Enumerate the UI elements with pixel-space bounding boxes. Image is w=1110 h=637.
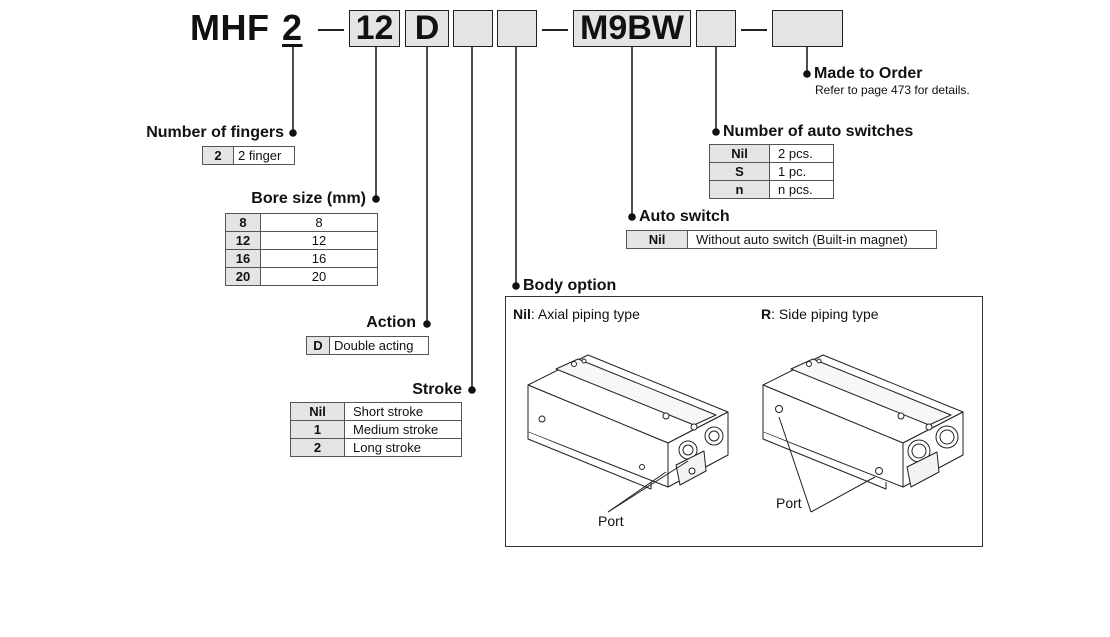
side-piping-desc: : Side piping type <box>771 306 879 322</box>
code-dash-2 <box>542 29 568 31</box>
number-of-fingers-title: Number of fingers <box>146 124 284 141</box>
code-dash-3 <box>741 29 767 31</box>
auto-switch-bullet <box>628 213 636 221</box>
option-code: 20 <box>225 267 261 286</box>
stroke-code-box <box>453 10 493 47</box>
option-code: 1 <box>290 420 345 439</box>
option-desc: 20 <box>260 267 378 286</box>
axial-piping-code: Nil <box>513 306 531 322</box>
option-code: D <box>306 336 330 355</box>
bore-code-box: 12 <box>349 10 400 47</box>
auto-switch-code-box: M9BW <box>573 10 691 47</box>
option-code: S <box>709 162 770 181</box>
side-piping-label: R: Side piping type <box>761 306 879 322</box>
number-of-auto-switches-title: Number of auto switches <box>723 123 914 140</box>
series-code: MHF <box>190 7 270 48</box>
stroke-bullet <box>468 386 476 394</box>
bore-size-title: Bore size (mm) <box>251 190 366 207</box>
option-code: Nil <box>290 402 345 421</box>
stroke-title: Stroke <box>412 381 462 398</box>
made-to-order-title: Made to Order <box>814 65 923 82</box>
made-to-order-bullet <box>803 70 811 78</box>
action-bullet <box>423 320 431 328</box>
body-option-code-box <box>497 10 537 47</box>
body-option-bullet <box>512 282 520 290</box>
option-desc: Medium stroke <box>344 420 462 439</box>
action-code-box: D <box>405 10 449 47</box>
option-desc: Double acting <box>329 336 429 355</box>
axial-port-label: Port <box>598 513 624 529</box>
option-code: 2 <box>202 146 234 165</box>
number-of-fingers-table: 2 2 finger <box>202 146 295 165</box>
action-title: Action <box>366 314 416 331</box>
option-code: 2 <box>290 438 345 457</box>
table-row: 2 2 finger <box>202 146 295 165</box>
axial-piping-desc: : Axial piping type <box>530 306 640 322</box>
auto-switches-count-bullet <box>712 128 720 136</box>
made-to-order-note: Refer to page 473 for details. <box>815 83 970 97</box>
auto-switch-table: Nil Without auto switch (Built-in magnet… <box>626 230 937 249</box>
option-desc: 16 <box>260 249 378 268</box>
option-desc: Short stroke <box>344 402 462 421</box>
auto-switch-title: Auto switch <box>639 208 730 225</box>
option-desc: n pcs. <box>769 180 834 199</box>
fingers-code: 2 <box>282 7 303 48</box>
option-desc: 2 finger <box>233 146 295 165</box>
option-code: n <box>709 180 770 199</box>
axial-piping-gripper-illustration <box>527 354 729 513</box>
option-code: Nil <box>626 230 688 249</box>
option-desc: 8 <box>260 213 378 232</box>
option-code: 12 <box>225 231 261 250</box>
option-desc: 1 pc. <box>769 162 834 181</box>
action-table: D Double acting <box>306 336 429 355</box>
side-piping-code: R <box>761 306 772 322</box>
option-code: 8 <box>225 213 261 232</box>
option-code: 16 <box>225 249 261 268</box>
side-port-label: Port <box>776 495 802 511</box>
bore-bullet <box>372 195 380 203</box>
made-to-order-code-box <box>772 10 843 47</box>
option-desc: Long stroke <box>344 438 462 457</box>
switch-count-code-box <box>696 10 736 47</box>
option-desc: Without auto switch (Built-in magnet) <box>687 230 937 249</box>
table-row: D Double acting <box>306 336 429 355</box>
code-dash-1 <box>318 29 344 31</box>
fingers-bullet <box>289 129 297 137</box>
table-row: Nil Without auto switch (Built-in magnet… <box>626 230 937 249</box>
body-option-frame: Nil: Axial piping type R: Side piping ty… <box>505 296 983 547</box>
option-desc: 2 pcs. <box>769 144 834 163</box>
option-code: Nil <box>709 144 770 163</box>
body-option-title: Body option <box>523 277 617 294</box>
axial-piping-label: Nil: Axial piping type <box>513 306 640 322</box>
side-piping-gripper-illustration <box>762 354 964 513</box>
option-desc: 12 <box>260 231 378 250</box>
